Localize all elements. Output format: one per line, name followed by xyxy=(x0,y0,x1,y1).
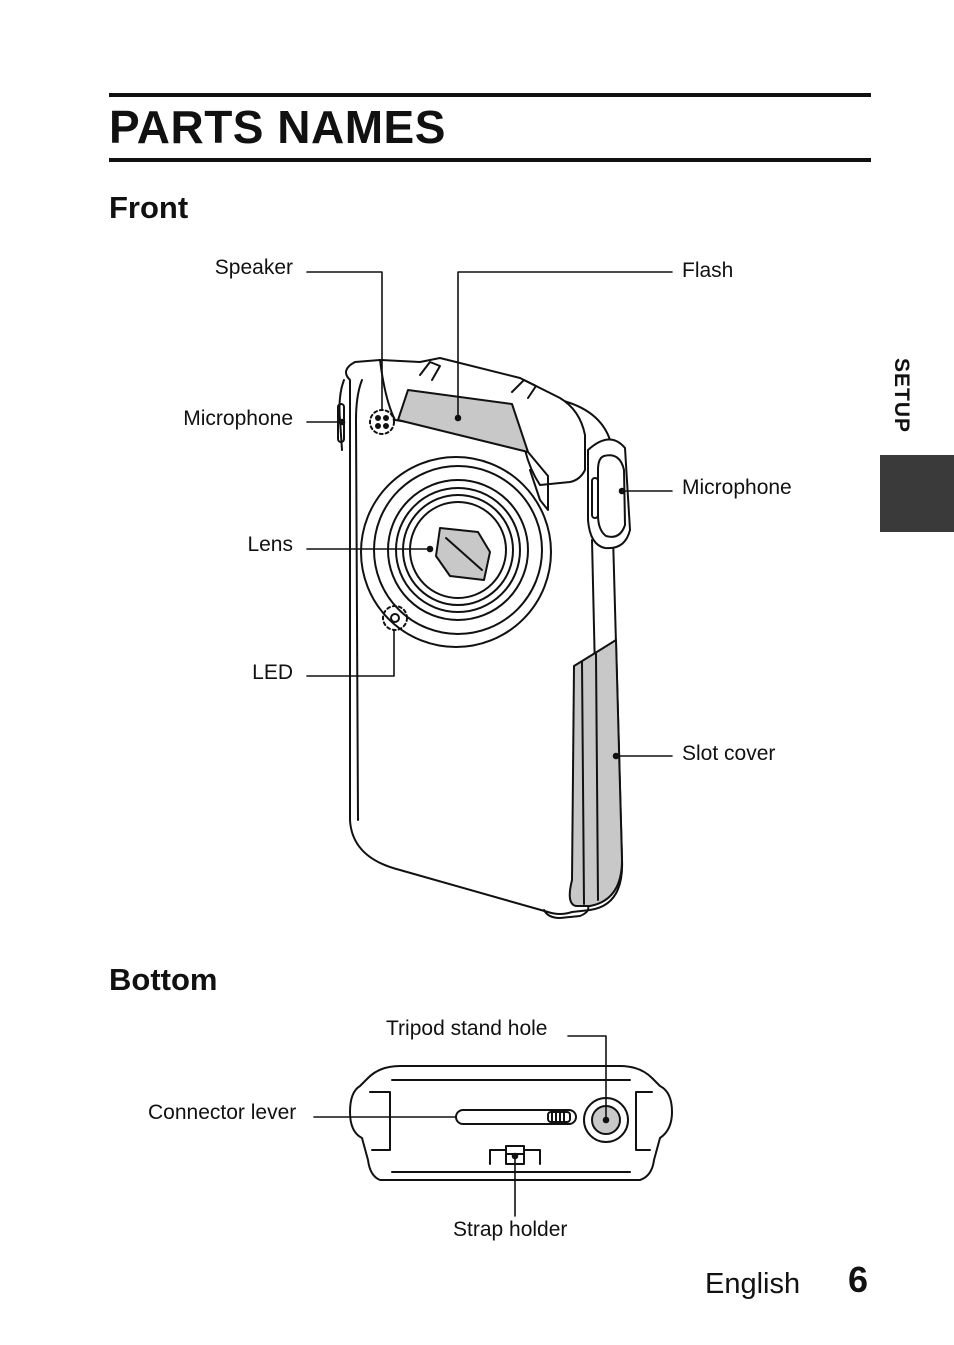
page-title: PARTS NAMES xyxy=(109,101,446,153)
label-strap-holder: Strap holder xyxy=(453,1218,568,1241)
label-tripod-stand-hole: Tripod stand hole xyxy=(386,1017,548,1040)
bottom-leader-lines xyxy=(313,1035,610,1217)
title-rule-top xyxy=(109,93,871,97)
label-connector-lever: Connector lever xyxy=(148,1101,297,1124)
label-flash: Flash xyxy=(682,259,734,282)
side-tab-label: SETUP xyxy=(890,358,913,434)
label-led: LED xyxy=(252,661,293,684)
label-microphone-left: Microphone xyxy=(183,407,293,430)
label-speaker: Speaker xyxy=(214,256,293,279)
title-rule-bottom xyxy=(109,158,871,162)
label-lens: Lens xyxy=(247,533,293,556)
front-heading: Front xyxy=(109,190,189,225)
page-number: 6 xyxy=(848,1259,869,1300)
label-slot-cover: Slot cover xyxy=(682,742,776,765)
front-leader-lines xyxy=(306,271,673,760)
bottom-heading: Bottom xyxy=(109,962,218,997)
camera-bottom-illustration xyxy=(349,1065,673,1181)
footer-language: English xyxy=(705,1268,801,1300)
side-tab-block xyxy=(880,455,954,532)
label-microphone-right: Microphone xyxy=(682,476,792,499)
camera-front-illustration xyxy=(337,357,631,919)
